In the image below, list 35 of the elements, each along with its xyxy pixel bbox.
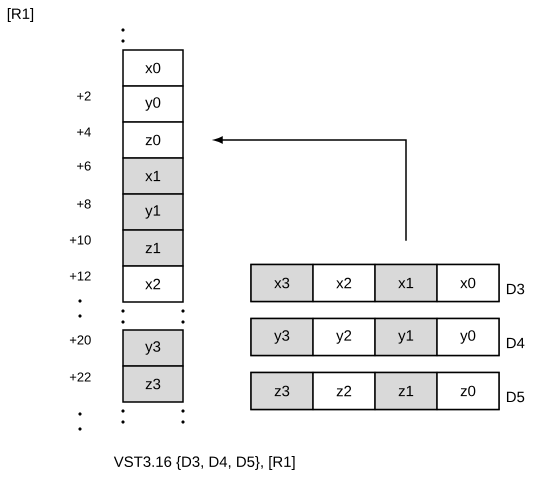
- register-label: [R1]: [8, 8, 34, 22]
- register-cell: x3: [250, 264, 314, 302]
- memory-cell: x0: [122, 49, 184, 87]
- register-cell: y0: [436, 318, 500, 356]
- offset-label: +8: [77, 199, 91, 209]
- register-name: D5: [506, 392, 524, 402]
- memory-cell: y3: [122, 329, 184, 367]
- offset-label: +20: [70, 335, 91, 345]
- instruction-text: VST3.16 {D3, D4, D5}, [R1]: [114, 456, 295, 470]
- memory-cell: z1: [122, 229, 184, 267]
- register-cell: y1: [374, 318, 438, 356]
- register-cell: z1: [374, 372, 438, 410]
- memory-cell: z0: [122, 121, 184, 159]
- register-cell: x0: [436, 264, 500, 302]
- offset-label: +12: [70, 271, 91, 281]
- memory-cell: x2: [122, 265, 184, 303]
- register-cell: y3: [250, 318, 314, 356]
- memory-cell: y1: [122, 193, 184, 231]
- register-name: D4: [506, 338, 524, 348]
- memory-cell: y0: [122, 85, 184, 123]
- register-name: D3: [506, 284, 524, 294]
- offset-label: +10: [70, 235, 91, 245]
- arrow: [214, 136, 407, 241]
- register-cell: z3: [250, 372, 314, 410]
- register-cell: z0: [436, 372, 500, 410]
- offset-label: +6: [77, 161, 91, 171]
- register-cell: x1: [374, 264, 438, 302]
- register-cell: z2: [312, 372, 376, 410]
- memory-cell: x1: [122, 157, 184, 195]
- offset-label: +22: [70, 372, 91, 382]
- offset-label: +4: [77, 128, 91, 136]
- offset-label: +2: [77, 91, 91, 101]
- memory-cell: z3: [122, 365, 184, 403]
- register-cell: y2: [312, 318, 376, 356]
- register-cell: x2: [312, 264, 376, 302]
